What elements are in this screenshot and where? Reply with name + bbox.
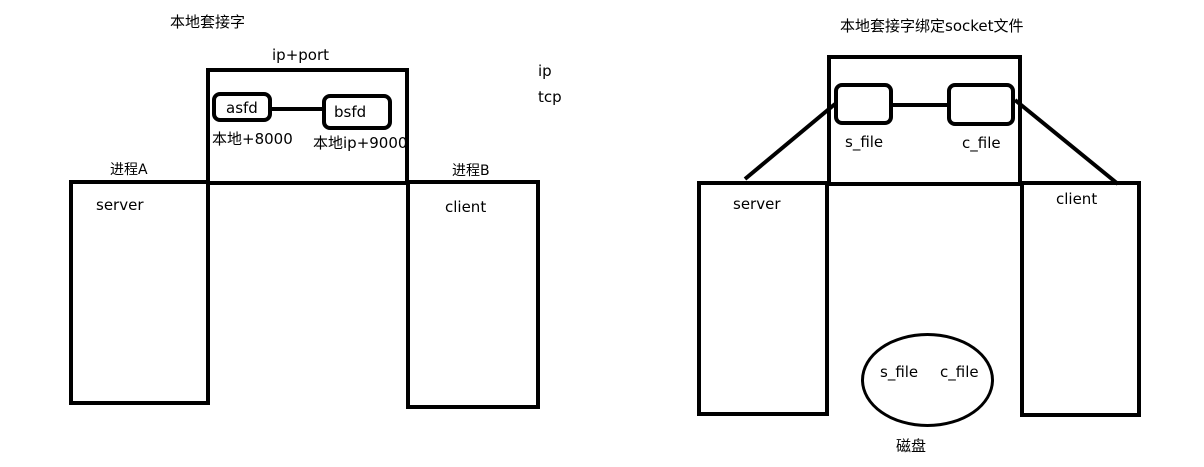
right-client-label: client [1056,190,1098,208]
s-file-box [834,83,893,125]
bsfd-box [322,94,392,130]
c-file-label: c_file [962,134,1001,152]
server-sfile-link [743,102,837,181]
disk-s-file-label: s_file [880,363,919,381]
ip-label: ip [538,62,552,80]
right-kernel-box [827,55,1022,186]
disk-ellipse [861,333,994,427]
right-client-box [1020,181,1141,417]
asfd-label: asfd [226,99,258,117]
process-a-label: 进程A [110,162,148,178]
disk-label: 磁盘 [896,437,927,455]
asfd-box [212,92,272,122]
ip-port-label: ip+port [272,46,330,64]
c-file-box [947,83,1015,126]
local-ip-9000-label: 本地ip+9000 [313,134,408,152]
bsfd-label: bsfd [334,103,367,121]
client-process-box [406,180,540,409]
left-client-label: client [445,198,487,216]
left-title: 本地套接字 [170,13,246,31]
right-server-box [697,181,829,416]
server-process-box [69,180,210,405]
tcp-label: tcp [538,88,562,106]
right-title: 本地套接字绑定socket文件 [840,17,1024,35]
left-server-label: server [96,196,144,214]
process-b-label: 进程B [452,163,490,179]
disk-c-file-label: c_file [940,363,979,381]
kernel-box [206,68,409,185]
local-8000-label: 本地+8000 [212,130,293,148]
right-server-label: server [733,195,781,213]
client-cfile-link [1013,98,1120,186]
s-file-label: s_file [845,133,884,151]
